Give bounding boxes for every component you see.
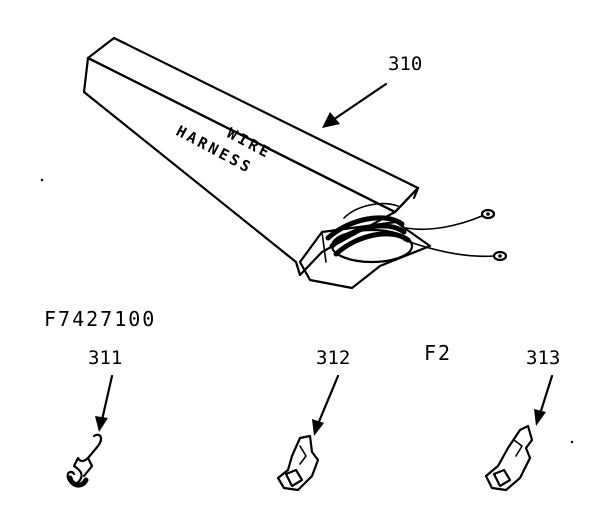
callout-312-label: 312	[316, 347, 350, 369]
box-top-face	[86, 36, 420, 214]
terminal-311	[66, 433, 103, 488]
ring-terminal-upper	[480, 208, 496, 220]
stray-dot	[570, 440, 574, 444]
box-end-edge	[393, 186, 420, 214]
ring-terminal-lower	[492, 250, 508, 262]
callout-311-arrowhead	[95, 416, 108, 432]
callout-313-arrowhead	[534, 409, 546, 426]
callout-312-arrowhead	[312, 419, 324, 436]
flap-fold-line	[321, 231, 327, 263]
callout-313-arrow-shaft	[538, 374, 554, 416]
terminal-312	[276, 434, 320, 492]
wire-leads	[403, 208, 508, 262]
callout-313-label: 313	[526, 347, 560, 369]
part-number: F7427100	[44, 307, 156, 331]
callout-311-label: 311	[88, 347, 122, 369]
callout-310-arrow-shaft	[328, 82, 388, 124]
callout-310-label: 310	[388, 53, 422, 75]
harness-coil	[325, 202, 414, 264]
terminal-313	[484, 424, 534, 492]
wire-harness-box: WIRE HARNESS	[82, 36, 508, 290]
callout-311-arrow-shaft	[100, 374, 114, 422]
callout-310-arrowhead	[322, 112, 340, 128]
callout-312-arrow-shaft	[316, 374, 340, 426]
figure-label: F2	[424, 341, 452, 365]
box-label: WIRE HARNESS	[173, 122, 275, 177]
stray-dot	[40, 178, 44, 182]
